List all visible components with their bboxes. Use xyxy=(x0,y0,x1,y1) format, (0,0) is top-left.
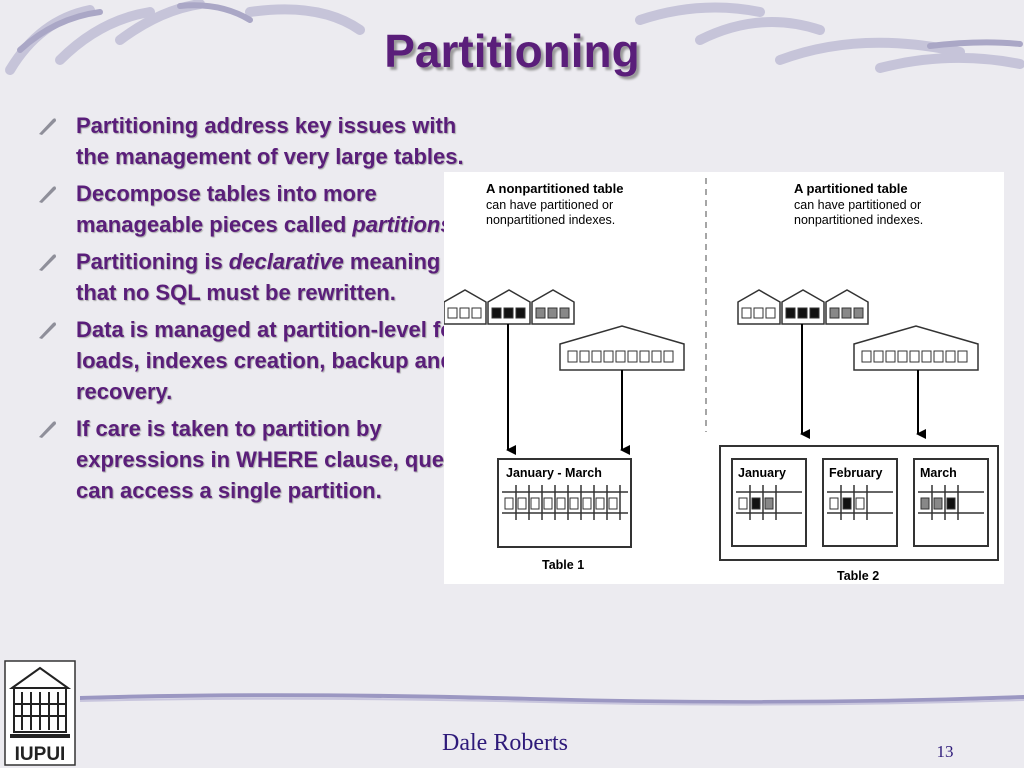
bullet-item: Data is managed at partition-level for l… xyxy=(36,314,486,407)
right-subtext-1: can have partitioned or xyxy=(794,198,921,212)
right-heading: A partitioned table xyxy=(794,181,908,196)
table2-caption: Table 2 xyxy=(837,569,879,583)
iupui-logo: IUPUI xyxy=(4,660,76,766)
quill-bullet-icon xyxy=(39,421,56,438)
footer-swirl-rule xyxy=(80,693,1024,706)
partition-january: January xyxy=(731,458,807,547)
bullet-item: Partitioning address key issues with the… xyxy=(36,110,486,172)
quill-bullet-icon xyxy=(39,186,56,203)
global-index-icon xyxy=(853,325,979,371)
bullet-text: If care is taken to partition by express… xyxy=(76,416,484,503)
quill-bullet-icon xyxy=(39,118,56,135)
bullet-text: Decompose tables into more manageable pi… xyxy=(76,181,459,237)
page-number: 13 xyxy=(936,742,954,761)
bullet-list: Partitioning address key issues with the… xyxy=(36,110,486,512)
quill-bullet-icon xyxy=(39,322,56,339)
left-heading: A nonpartitioned table xyxy=(486,181,623,196)
left-subtext-1: can have partitioned or xyxy=(486,198,613,212)
partition-march: March xyxy=(913,458,989,547)
table1-header: January - March xyxy=(506,466,602,480)
bullet-text: Data is managed at partition-level for l… xyxy=(76,317,463,404)
header-swirl-decoration xyxy=(5,0,1024,75)
left-subtext-2: nonpartitioned indexes. xyxy=(486,213,615,227)
right-subtext-2: nonpartitioned indexes. xyxy=(794,213,923,227)
bullet-item: Decompose tables into more manageable pi… xyxy=(36,178,486,240)
partitioned-index-icon xyxy=(443,289,575,325)
svg-text:IUPUI: IUPUI xyxy=(15,744,66,765)
svg-text:March: March xyxy=(920,466,957,480)
svg-text:February: February xyxy=(829,466,883,480)
slide-title: Partitioning xyxy=(384,25,640,77)
partitioning-diagram: A nonpartitioned table can have partitio… xyxy=(443,172,1004,584)
partition-february: February xyxy=(822,458,898,547)
quill-bullet-icon xyxy=(39,254,56,271)
global-index-icon xyxy=(559,325,685,371)
bullet-text: Partitioning address key issues with the… xyxy=(76,113,464,169)
table1-caption: Table 1 xyxy=(542,558,584,572)
svg-text:January: January xyxy=(738,466,786,480)
table1-box: January - March xyxy=(497,458,632,548)
partitioned-index-icon xyxy=(737,289,869,325)
bullet-text: Partitioning is declarative meaning that… xyxy=(76,249,441,305)
footer-author: Dale Roberts xyxy=(442,730,568,756)
bullet-item: Partitioning is declarative meaning that… xyxy=(36,246,486,308)
bullet-item: If care is taken to partition by express… xyxy=(36,413,486,506)
